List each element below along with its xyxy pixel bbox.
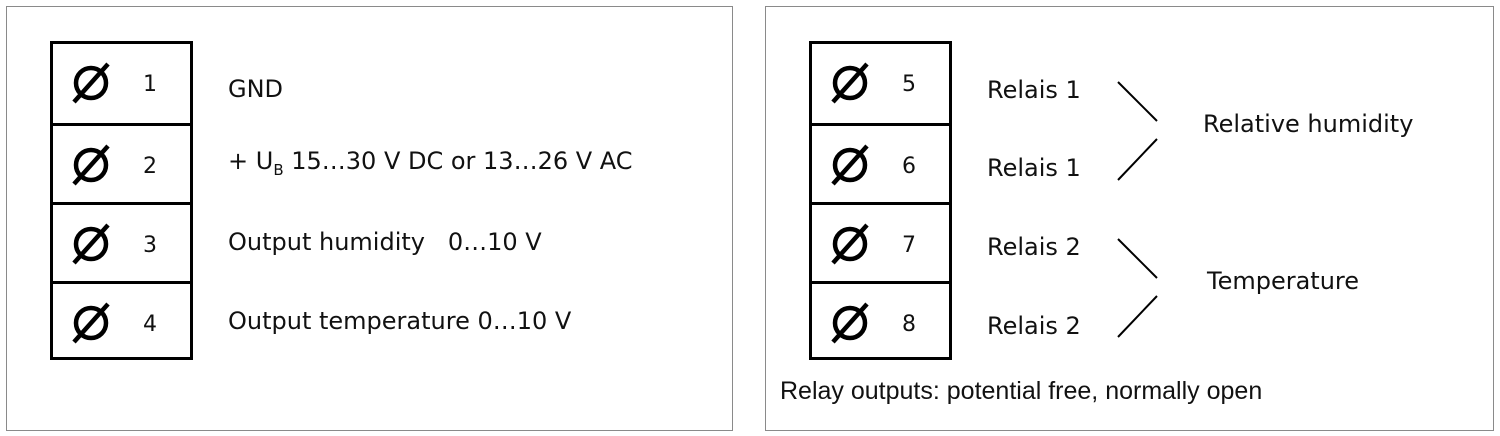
terminal-block: 1 2 3 4 xyxy=(50,41,193,360)
terminal-8: 8 xyxy=(812,281,949,360)
terminal-block: 5 6 7 8 xyxy=(809,41,952,360)
supply-subscript: B xyxy=(273,160,284,179)
relay-label-terminal-7: Relais 2 xyxy=(987,233,1081,261)
screw-terminal-icon xyxy=(72,144,110,186)
screw-terminal-icon xyxy=(72,62,110,104)
relay-label-terminal-8: Relais 2 xyxy=(987,312,1081,340)
group-label-relative-humidity: Relative humidity xyxy=(1203,110,1414,138)
terminal-number: 7 xyxy=(902,233,916,258)
terminal-panel-power-outputs: 1 2 3 4 GND + UB 15…30 V DC or 13…26 V A… xyxy=(6,6,733,431)
screw-terminal-icon xyxy=(831,302,869,344)
screw-terminal-icon xyxy=(72,223,110,265)
relay-note: Relay outputs: potential free, normally … xyxy=(780,377,1263,405)
screw-terminal-icon xyxy=(831,144,869,186)
terminal-6: 6 xyxy=(812,123,949,202)
terminal-number: 1 xyxy=(143,72,157,97)
group-label-temperature: Temperature xyxy=(1207,267,1360,295)
terminal-7: 7 xyxy=(812,202,949,281)
terminal-number: 8 xyxy=(902,312,916,337)
terminal-3: 3 xyxy=(53,202,190,281)
terminal-label-output-temperature: Output temperature 0…10 V xyxy=(228,307,572,335)
terminal-label-gnd: GND xyxy=(228,75,284,103)
terminal-number: 4 xyxy=(143,312,157,337)
terminal-5: 5 xyxy=(812,44,949,123)
relay-label-terminal-6: Relais 1 xyxy=(987,154,1081,182)
terminal-1: 1 xyxy=(53,44,190,123)
terminal-number: 6 xyxy=(902,154,916,179)
terminal-number: 2 xyxy=(143,154,157,179)
relay-label-terminal-5: Relais 1 xyxy=(987,76,1081,104)
screw-terminal-icon xyxy=(72,302,110,344)
screw-terminal-icon xyxy=(831,62,869,104)
terminal-panel-relays: 5 6 7 8 Relais 1 Relais 1 Relais 2 Relai… xyxy=(765,6,1494,431)
supply-range: 15…30 V DC or 13…26 V AC xyxy=(283,147,633,175)
relay-2-bracket xyxy=(1117,238,1158,338)
relay-1-bracket xyxy=(1117,81,1158,181)
terminal-number: 3 xyxy=(143,233,157,258)
terminal-label-supply: + UB 15…30 V DC or 13…26 V AC xyxy=(228,147,633,179)
terminal-4: 4 xyxy=(53,281,190,360)
supply-prefix: + U xyxy=(228,147,274,175)
terminal-number: 5 xyxy=(902,72,916,97)
terminal-2: 2 xyxy=(53,123,190,202)
terminal-label-output-humidity: Output humidity 0…10 V xyxy=(228,228,542,256)
screw-terminal-icon xyxy=(831,223,869,265)
